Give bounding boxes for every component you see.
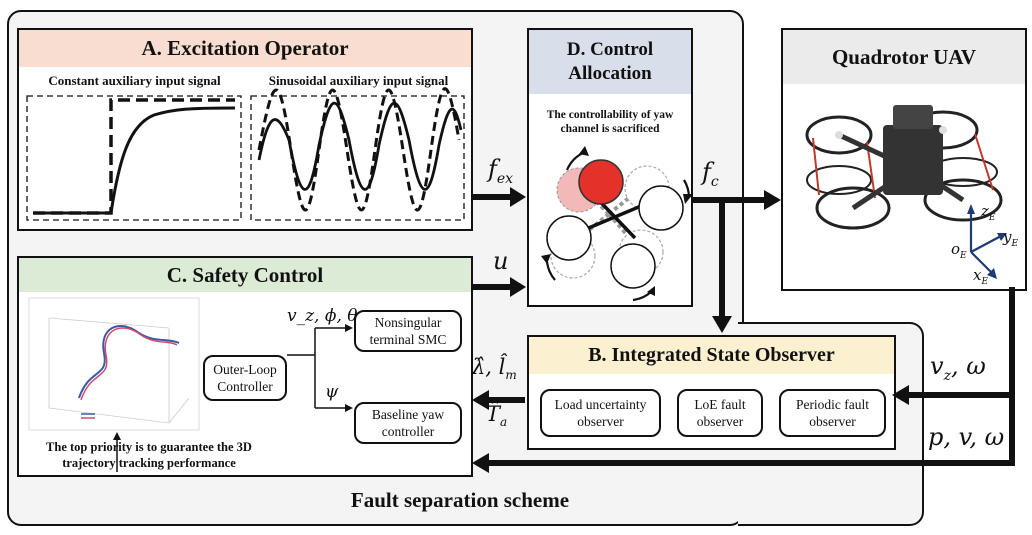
integrated-state-observer-block: B. Integrated State Observer Load uncert… bbox=[527, 335, 896, 450]
excitation-signal-plots bbox=[26, 87, 465, 221]
axis-y-label: yE bbox=[1003, 228, 1019, 249]
safety-control-block: C. Safety Control Outer-Loop Controller … bbox=[17, 256, 473, 477]
trajectory-actual bbox=[80, 327, 178, 401]
quadrotor-uav-title: Quadrotor UAV bbox=[783, 30, 1025, 84]
f-c-label: fc bbox=[702, 158, 719, 190]
constant-signal-caption: Constant auxiliary input signal bbox=[48, 73, 221, 88]
safety-control-diagram bbox=[28, 297, 353, 472]
rotor-front-right bbox=[638, 185, 684, 231]
excitation-operator-title: A. Excitation Operator bbox=[19, 30, 471, 67]
vz-omega-label: vz, ω bbox=[930, 352, 986, 384]
excitation-operator-block: A. Excitation Operator Constant auxiliar… bbox=[17, 28, 473, 231]
lambda-l-label: λ̂, l̂m bbox=[472, 355, 517, 383]
nonsingular-terminal-smc-box: Nonsingular terminal SMC bbox=[354, 310, 462, 352]
rotor-rear-left bbox=[546, 215, 592, 261]
control-allocation-title: D. Control Allocation bbox=[529, 30, 691, 94]
yaw-sacrificed-note: The controllability of yaw channel is sa… bbox=[546, 109, 674, 135]
sinusoidal-dashed-signal bbox=[257, 87, 461, 212]
periodic-fault-observer-box: Periodic fault observer bbox=[779, 389, 886, 437]
sinusoidal-signal-caption: Sinusoidal auxiliary input signal bbox=[268, 73, 449, 88]
rotor-rear-right bbox=[610, 243, 656, 289]
t-a-label: T̂a bbox=[486, 402, 508, 430]
smc-input-signals: v_z, ϕ, θ bbox=[287, 306, 358, 326]
safety-control-title: C. Safety Control bbox=[19, 258, 471, 292]
p-v-omega-label: p, v, ω bbox=[928, 423, 1005, 451]
axis-origin-label: oE bbox=[951, 240, 967, 261]
load-uncertainty-observer-box: Load uncertainty observer bbox=[540, 389, 661, 437]
trajectory-reference bbox=[78, 324, 180, 399]
axis-z-label: zE bbox=[981, 202, 996, 223]
loe-fault-observer-box: LoE fault observer bbox=[677, 389, 763, 437]
sinusoidal-response-signal bbox=[257, 101, 463, 191]
quadrotor-allocation-sketch bbox=[541, 146, 691, 302]
baseline-yaw-controller-box: Baseline yaw controller bbox=[354, 402, 462, 444]
quadrotor-uav-block: Quadrotor UAV zE yE oE bbox=[781, 28, 1027, 291]
yaw-input-signal: ψ bbox=[325, 382, 339, 402]
fault-separation-scheme-label: Fault separation scheme bbox=[350, 488, 570, 512]
quadrotor-illustration bbox=[805, 105, 1007, 279]
f-ex-label: fex bbox=[488, 155, 514, 187]
u-label: u bbox=[493, 247, 509, 275]
axis-x-label: xE bbox=[973, 266, 989, 287]
integrated-state-observer-title: B. Integrated State Observer bbox=[529, 337, 894, 374]
priority-note: The top priority is to guarantee the 3D … bbox=[46, 440, 252, 470]
outer-loop-controller-box: Outer-Loop Controller bbox=[203, 355, 287, 401]
constant-response-signal bbox=[33, 106, 236, 215]
control-allocation-block: D. Control Allocation The controllabilit… bbox=[527, 28, 693, 307]
failed-rotor bbox=[578, 159, 624, 205]
